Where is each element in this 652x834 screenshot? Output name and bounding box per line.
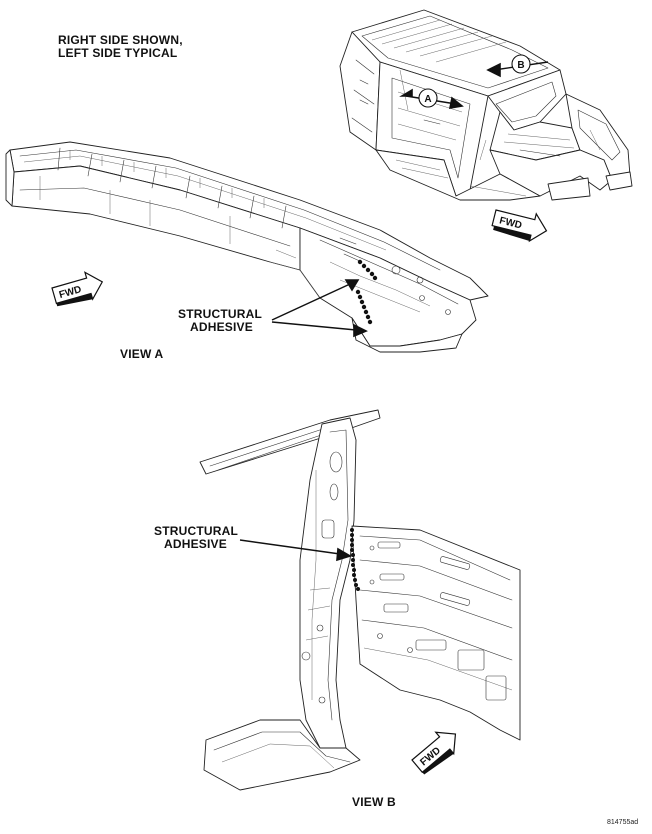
note-line-1: RIGHT SIDE SHOWN, [58,33,183,47]
adhesive-bead-b [350,528,360,591]
overview-cab-illustration [339,9,633,201]
fwd-arrow-view-b: FWD [411,731,457,775]
view-a-label-line1: STRUCTURAL [178,307,262,321]
view-a-illustration [5,141,489,353]
fwd-label-overview: FWD [498,215,523,231]
adhesive-bead-a-upper [357,259,378,281]
note-line-2: LEFT SIDE TYPICAL [58,46,177,60]
view-a-caption: VIEW A [120,347,164,361]
fwd-arrow-overview: FWD [491,209,548,243]
adhesive-bead-a-lower [355,289,373,325]
view-a-label-line2: ADHESIVE [190,320,253,334]
view-b-label-line2: ADHESIVE [164,537,227,551]
callout-a: A [399,88,464,109]
figure-code: 814755ad [607,819,638,826]
callout-a-letter: A [424,94,431,105]
view-b-illustration [199,409,521,791]
leader-arrow-b [239,539,352,562]
view-b-caption: VIEW B [352,795,396,809]
callout-b: B [486,54,549,78]
view-b-label-line1: STRUCTURAL [154,524,238,538]
fwd-arrow-view-a: FWD [51,271,104,307]
callout-b-letter: B [517,60,524,71]
leader-arrows-a [271,279,368,338]
